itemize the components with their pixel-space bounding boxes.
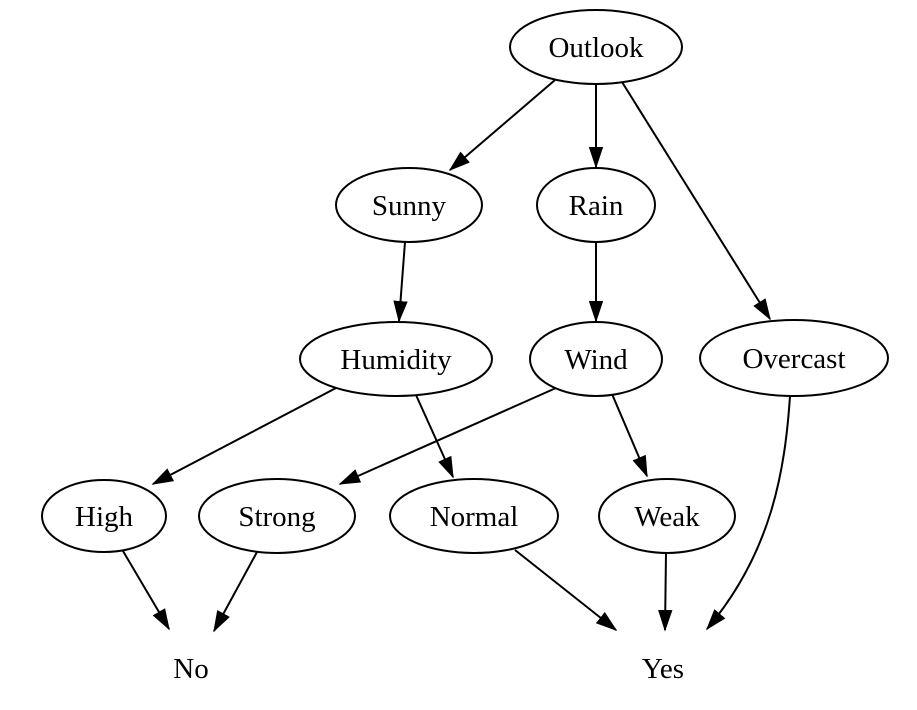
node-outlook-shape: [509, 9, 683, 85]
edge-sunny-humidity: [393, 241, 408, 323]
terminal-no-label: No: [173, 653, 208, 685]
node-wind-shape: [529, 321, 663, 397]
edges: [122, 79, 791, 633]
node-normal-shape: [389, 478, 559, 554]
edge-high-no: [122, 550, 170, 631]
edge-outlook-sunny: [448, 79, 556, 172]
node-weak: Weak: [598, 478, 736, 554]
node-sunny-shape: [335, 167, 483, 243]
nodes: Outlook Sunny Rain Humidity Wind Overcas…: [41, 9, 889, 554]
edge-weak-yes: [658, 552, 673, 632]
node-sunny-label: Sunny: [372, 190, 447, 222]
node-strong-label: Strong: [238, 501, 315, 533]
node-overcast: Overcast: [699, 319, 889, 397]
edge-humidity-normal: [415, 394, 454, 479]
node-normal-label: Normal: [430, 501, 519, 533]
node-high-shape: [41, 479, 167, 553]
node-high: High: [41, 479, 167, 553]
node-normal: Normal: [389, 478, 559, 554]
node-humidity: Humidity: [299, 321, 493, 397]
edge-overcast-yes: [705, 395, 791, 631]
node-weak-label: Weak: [634, 501, 700, 533]
node-high-label: High: [75, 501, 134, 533]
node-rain-shape: [536, 167, 656, 243]
node-wind-label: Wind: [564, 344, 628, 376]
edge-humidity-high: [151, 387, 337, 485]
edge-wind-strong: [338, 387, 557, 485]
node-humidity-label: Humidity: [340, 344, 452, 376]
node-weak-shape: [598, 478, 736, 554]
node-overcast-label: Overcast: [742, 343, 845, 375]
terminals: No Yes: [173, 653, 684, 685]
edge-strong-no: [213, 551, 258, 633]
node-rain: Rain: [536, 167, 656, 243]
node-outlook-label: Outlook: [548, 32, 644, 64]
node-strong-shape: [198, 478, 356, 554]
edge-outlook-overcast: [621, 81, 771, 321]
node-sunny: Sunny: [335, 167, 483, 243]
node-outlook: Outlook: [509, 9, 683, 85]
terminal-yes-label: Yes: [642, 653, 684, 685]
edge-wind-weak: [611, 393, 648, 478]
node-strong: Strong: [198, 478, 356, 554]
node-rain-label: Rain: [569, 190, 624, 222]
node-overcast-shape: [699, 319, 889, 397]
node-wind: Wind: [529, 321, 663, 397]
edge-normal-yes: [514, 549, 618, 631]
node-humidity-shape: [299, 321, 493, 397]
